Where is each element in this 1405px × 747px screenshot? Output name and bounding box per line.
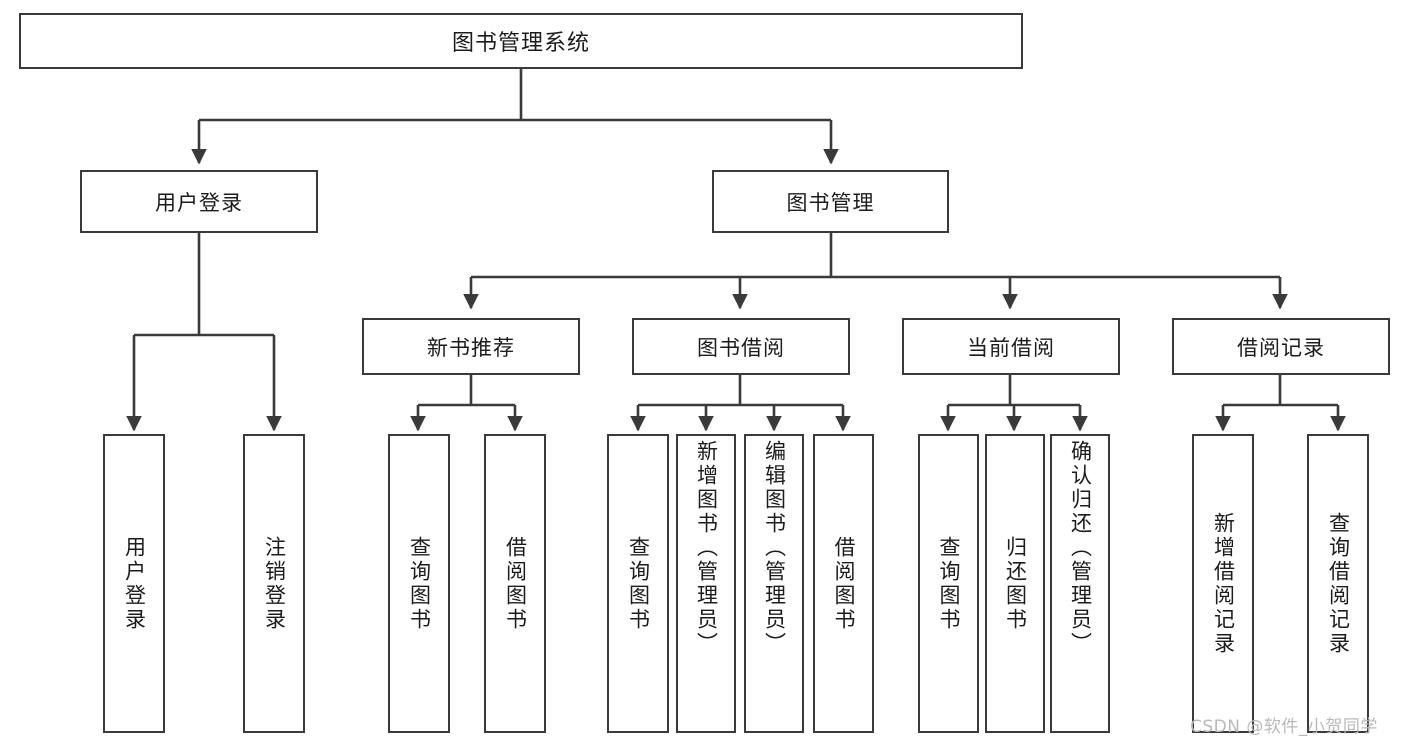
node-label: 注销登录 [262,535,287,632]
leaf-add-borrow-record[interactable]: 新增借阅记录 [1192,434,1254,733]
node-label: 查询借阅记录 [1326,511,1351,656]
node-label: 图书管理 [786,190,875,215]
node-label: 借阅图书 [503,535,528,632]
node-label: 归还图书 [1003,535,1028,632]
node-borrow-record[interactable]: 借阅记录 [1172,318,1390,375]
leaf-return-book[interactable]: 归还图书 [985,434,1045,733]
node-label: 查询图书 [407,535,432,632]
leaf-query-book-1[interactable]: 查询图书 [388,434,450,733]
leaf-add-book[interactable]: 新增图书（管理员） [676,434,736,733]
node-label: 确认归还（管理员） [1068,440,1093,656]
leaf-query-book-3[interactable]: 查询图书 [918,434,979,733]
node-book-management[interactable]: 图书管理 [712,170,949,233]
node-label: 新增图书（管理员） [694,440,719,656]
node-label: 查询图书 [937,535,961,632]
leaf-query-book-2[interactable]: 查询图书 [607,434,669,733]
node-root-system[interactable]: 图书管理系统 [19,13,1023,69]
leaf-confirm-return[interactable]: 确认归还（管理员） [1050,434,1110,733]
node-label: 借阅记录 [1237,335,1325,360]
node-label: 图书借阅 [697,335,785,360]
leaf-edit-book[interactable]: 编辑图书（管理员） [744,434,804,733]
node-label: 新书推荐 [427,335,515,360]
leaf-logout-login[interactable]: 注销登录 [243,434,305,733]
leaf-borrow-book-1[interactable]: 借阅图书 [484,434,546,733]
node-user-login[interactable]: 用户登录 [80,170,318,233]
node-label: 新增借阅记录 [1211,511,1236,656]
node-label: 当前借阅 [967,335,1055,360]
node-label: 编辑图书（管理员） [762,440,787,656]
leaf-borrow-book-2[interactable]: 借阅图书 [813,434,874,733]
watermark-text: CSDN @软件_小贺同学 [1190,717,1378,737]
node-current-borrow[interactable]: 当前借阅 [902,318,1120,375]
node-label: 借阅图书 [832,535,856,632]
node-book-borrow[interactable]: 图书借阅 [632,318,850,375]
node-label: 用户登录 [122,535,147,632]
node-label: 查询图书 [626,535,651,632]
leaf-query-borrow-record[interactable]: 查询借阅记录 [1307,434,1369,733]
leaf-user-login[interactable]: 用户登录 [103,434,165,733]
node-label: 用户登录 [155,190,243,215]
node-label: 图书管理系统 [451,31,590,56]
node-new-book-recommend[interactable]: 新书推荐 [362,318,580,375]
